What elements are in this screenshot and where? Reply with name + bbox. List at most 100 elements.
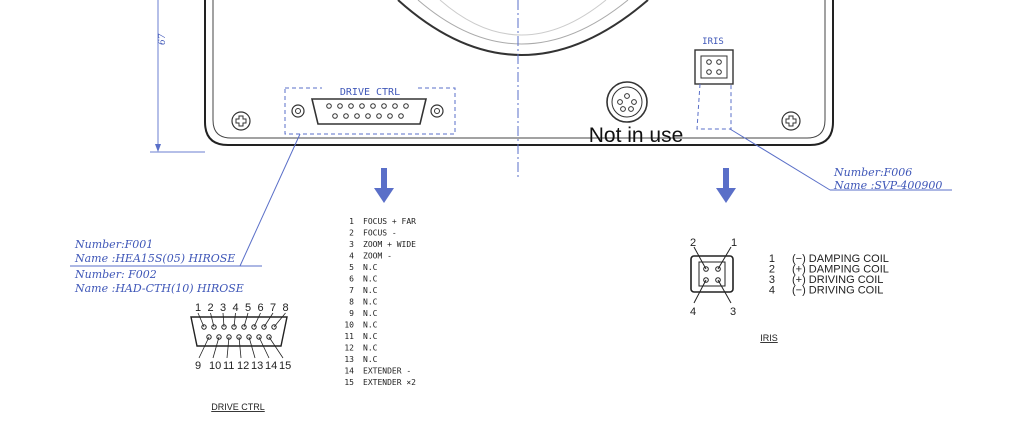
drive-ctrl-top-leader [273, 312, 286, 328]
drive-ctrl-pin-row: 11 N.C [344, 332, 377, 341]
drive-ctrl-pin [216, 334, 222, 340]
not-in-use-label: Not in use [589, 124, 684, 147]
callout-right-line2: Name :SVP-400900 [833, 179, 942, 192]
leader-line-left [239, 133, 301, 267]
drive-ctrl-top-pin-number: 4 [233, 302, 239, 314]
drive-ctrl-pin-number: 4 [349, 252, 354, 261]
drive-ctrl-pin-row: 14 EXTENDER - [344, 367, 411, 376]
drive-ctrl-pin-number: 6 [349, 275, 354, 284]
drive-ctrl-top-pin-number: 7 [270, 302, 276, 314]
drive-ctrl-pin-number: 13 [344, 355, 354, 364]
dimension-label: 67 [158, 33, 168, 45]
drive-ctrl-pin [251, 324, 257, 330]
iris-pin-signal: (+) DRIVING COIL [792, 274, 883, 286]
drive-ctrl-pin-signal: N.C [363, 309, 378, 318]
down-arrow-left-icon [374, 168, 394, 203]
drive-ctrl-panel-label: DRIVE CTRL [340, 87, 400, 98]
drive-ctrl-pin-number: 14 [344, 367, 354, 376]
drive-ctrl-pin-signal: FOCUS - [363, 229, 397, 238]
iris-pin-label-2: 2 [690, 237, 696, 249]
drive-ctrl-pin-signal: N.C [363, 355, 378, 364]
drive-ctrl-bottom-pin-number: 12 [237, 360, 249, 372]
iris-pin-row: 2(+) DAMPING COIL [769, 264, 889, 276]
drive-ctrl-pin-number: 1 [349, 217, 354, 226]
drive-ctrl-pin [271, 324, 277, 330]
drive-ctrl-pin-signal: N.C [363, 298, 378, 307]
drive-ctrl-bottom-leader [258, 336, 270, 359]
drive-ctrl-top-pin-number: 6 [258, 302, 264, 314]
drive-ctrl-pin-number: 7 [349, 286, 354, 295]
drive-ctrl-pin [201, 324, 207, 330]
drive-ctrl-pin-row: 7 N.C [349, 286, 377, 295]
drive-ctrl-pin-signal: EXTENDER - [363, 367, 411, 376]
drive-ctrl-bottom-leader [268, 336, 284, 359]
iris-pin-number: 2 [769, 264, 775, 276]
iris-pin-label-4: 4 [690, 306, 696, 318]
round-connector-unused [606, 81, 648, 123]
drive-ctrl-panel-connector: DRIVE CTRL [284, 84, 456, 135]
drive-ctrl-bottom-pin-number: 9 [195, 360, 201, 372]
callout-right-line1: Number:F006 [833, 166, 912, 179]
iris-pin-number: 1 [769, 253, 775, 265]
drive-ctrl-bottom-pin-number: 10 [209, 360, 221, 372]
drive-ctrl-pin-number: 5 [349, 263, 354, 272]
drive-ctrl-bottom-leader [212, 336, 220, 359]
drive-ctrl-pin-signal: EXTENDER ×2 [363, 378, 416, 387]
dimension-67: 67 [150, 0, 205, 153]
iris-panel-connector: IRIS [694, 37, 734, 130]
callout-left-line4: Name :HAD-CTH(10) HIROSE [74, 282, 244, 295]
drive-ctrl-bottom-leader [238, 336, 242, 359]
drive-ctrl-pin-number: 10 [344, 321, 354, 330]
callout-left-line1: Number:F001 [74, 238, 153, 251]
iris-connector-face: 2 1 4 3 IRIS [690, 237, 778, 343]
drive-ctrl-top-pin-number: 1 [195, 302, 201, 314]
drive-ctrl-pin-signal: N.C [363, 275, 378, 284]
drive-ctrl-pin-signal: ZOOM - [363, 252, 392, 261]
drive-ctrl-pin [236, 334, 242, 340]
drive-ctrl-pin-signal: ZOOM + WIDE [363, 240, 416, 249]
iris-panel-label: IRIS [702, 37, 724, 47]
drive-ctrl-caption: DRIVE CTRL [211, 402, 265, 412]
drive-ctrl-bottom-pin-number: 15 [279, 360, 291, 372]
drive-ctrl-pin-number: 9 [349, 309, 354, 318]
screw-right-icon [781, 111, 801, 131]
drive-ctrl-pin [206, 334, 212, 340]
drive-ctrl-top-pin-number: 2 [208, 302, 214, 314]
drive-ctrl-pin-row: 13 N.C [344, 355, 377, 364]
drive-ctrl-pin-row: 9 N.C [349, 309, 377, 318]
callout-left-line2: Name :HEA15S(05) HIROSE [74, 252, 235, 265]
drive-ctrl-top-leader [263, 312, 274, 328]
iris-pin-signal: (−) DRIVING COIL [792, 285, 883, 297]
drive-ctrl-bottom-leader [198, 336, 210, 359]
drive-ctrl-pin [266, 334, 272, 340]
drive-ctrl-pin [211, 324, 217, 330]
iris-pin-row: 3 (+) DRIVING COIL [769, 274, 884, 286]
screw-left-icon [231, 111, 251, 131]
drive-ctrl-pin-signal: N.C [363, 332, 378, 341]
drive-ctrl-top-pin-number: 5 [245, 302, 251, 314]
drive-ctrl-pin [231, 324, 237, 330]
drive-ctrl-pin [256, 334, 262, 340]
drive-ctrl-bottom-leader [226, 336, 230, 359]
leader-line-right [729, 128, 831, 191]
drive-ctrl-pin-signal: N.C [363, 286, 378, 295]
drive-ctrl-pin-signal: N.C [363, 344, 378, 353]
drive-ctrl-pin [226, 334, 232, 340]
drive-ctrl-bottom-pin-number: 13 [251, 360, 263, 372]
callout-left-line3: Number: F002 [74, 268, 157, 281]
drive-ctrl-pin-number: 11 [344, 332, 354, 341]
iris-pin-number: 4 [769, 285, 775, 297]
iris-pin-number: 3 [769, 274, 775, 286]
drive-ctrl-pin-row: 4 ZOOM - [349, 252, 392, 261]
drive-ctrl-bottom-pin-number: 14 [265, 360, 277, 372]
